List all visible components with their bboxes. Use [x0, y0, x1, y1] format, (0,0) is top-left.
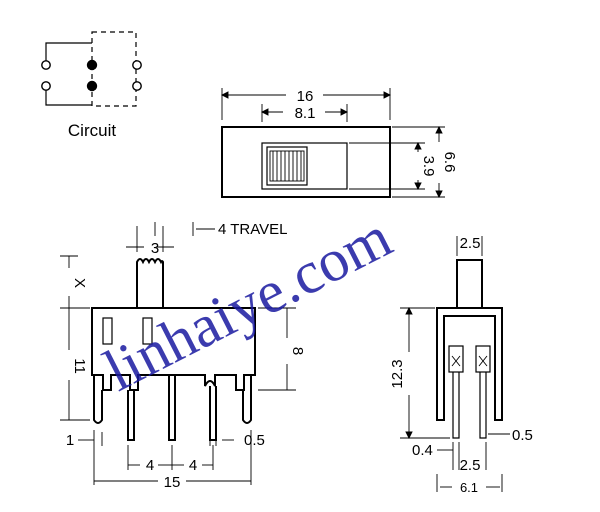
dim-side-width-label: 6.1	[460, 480, 478, 495]
dim-width-label: 16	[297, 88, 314, 105]
dim-side-height-label: 12.3	[389, 359, 406, 388]
dim-side-pin-left-label: 0.4	[412, 442, 433, 459]
dim-side-pin-right-label: 0.5	[512, 427, 533, 444]
front-view: 3 4 TRAVEL X 11 8 1 0.5 4 4 15	[60, 221, 306, 491]
dim-side-knob-label: 2.5	[460, 235, 481, 252]
dim-slot-width-label: 8.1	[295, 105, 316, 122]
dim-pin-height-label: 8	[289, 347, 306, 355]
dim-pitch-b-label: 4	[189, 457, 197, 474]
dim-side-pitch-label: 2.5	[460, 457, 481, 474]
dim-heights	[349, 125, 445, 199]
dim-x-label: X	[71, 278, 88, 288]
dim-pitch-a-label: 4	[146, 457, 154, 474]
dim-body-height-label: 11	[71, 358, 88, 374]
dim-pin-thickness-label: 0.5	[244, 432, 265, 449]
dim-edge-label: 1	[66, 432, 74, 449]
circuit-symbol: Circuit	[41, 31, 142, 140]
side-view: 2.5 12.3 0.4 0.5 2.5 6.1	[389, 235, 533, 495]
top-view: 16 8.1 3.9 6.6	[220, 88, 458, 199]
dim-8-1	[260, 104, 349, 122]
dim-knob-width-label: 3	[151, 240, 159, 257]
dim-overall-width-label: 15	[164, 474, 181, 491]
circuit-label: Circuit	[68, 121, 116, 140]
dim-height-label: 6.6	[441, 152, 458, 173]
dim-16	[220, 88, 392, 120]
dim-slot-height-label: 3.9	[420, 156, 437, 177]
travel-label: 4 TRAVEL	[218, 221, 287, 238]
